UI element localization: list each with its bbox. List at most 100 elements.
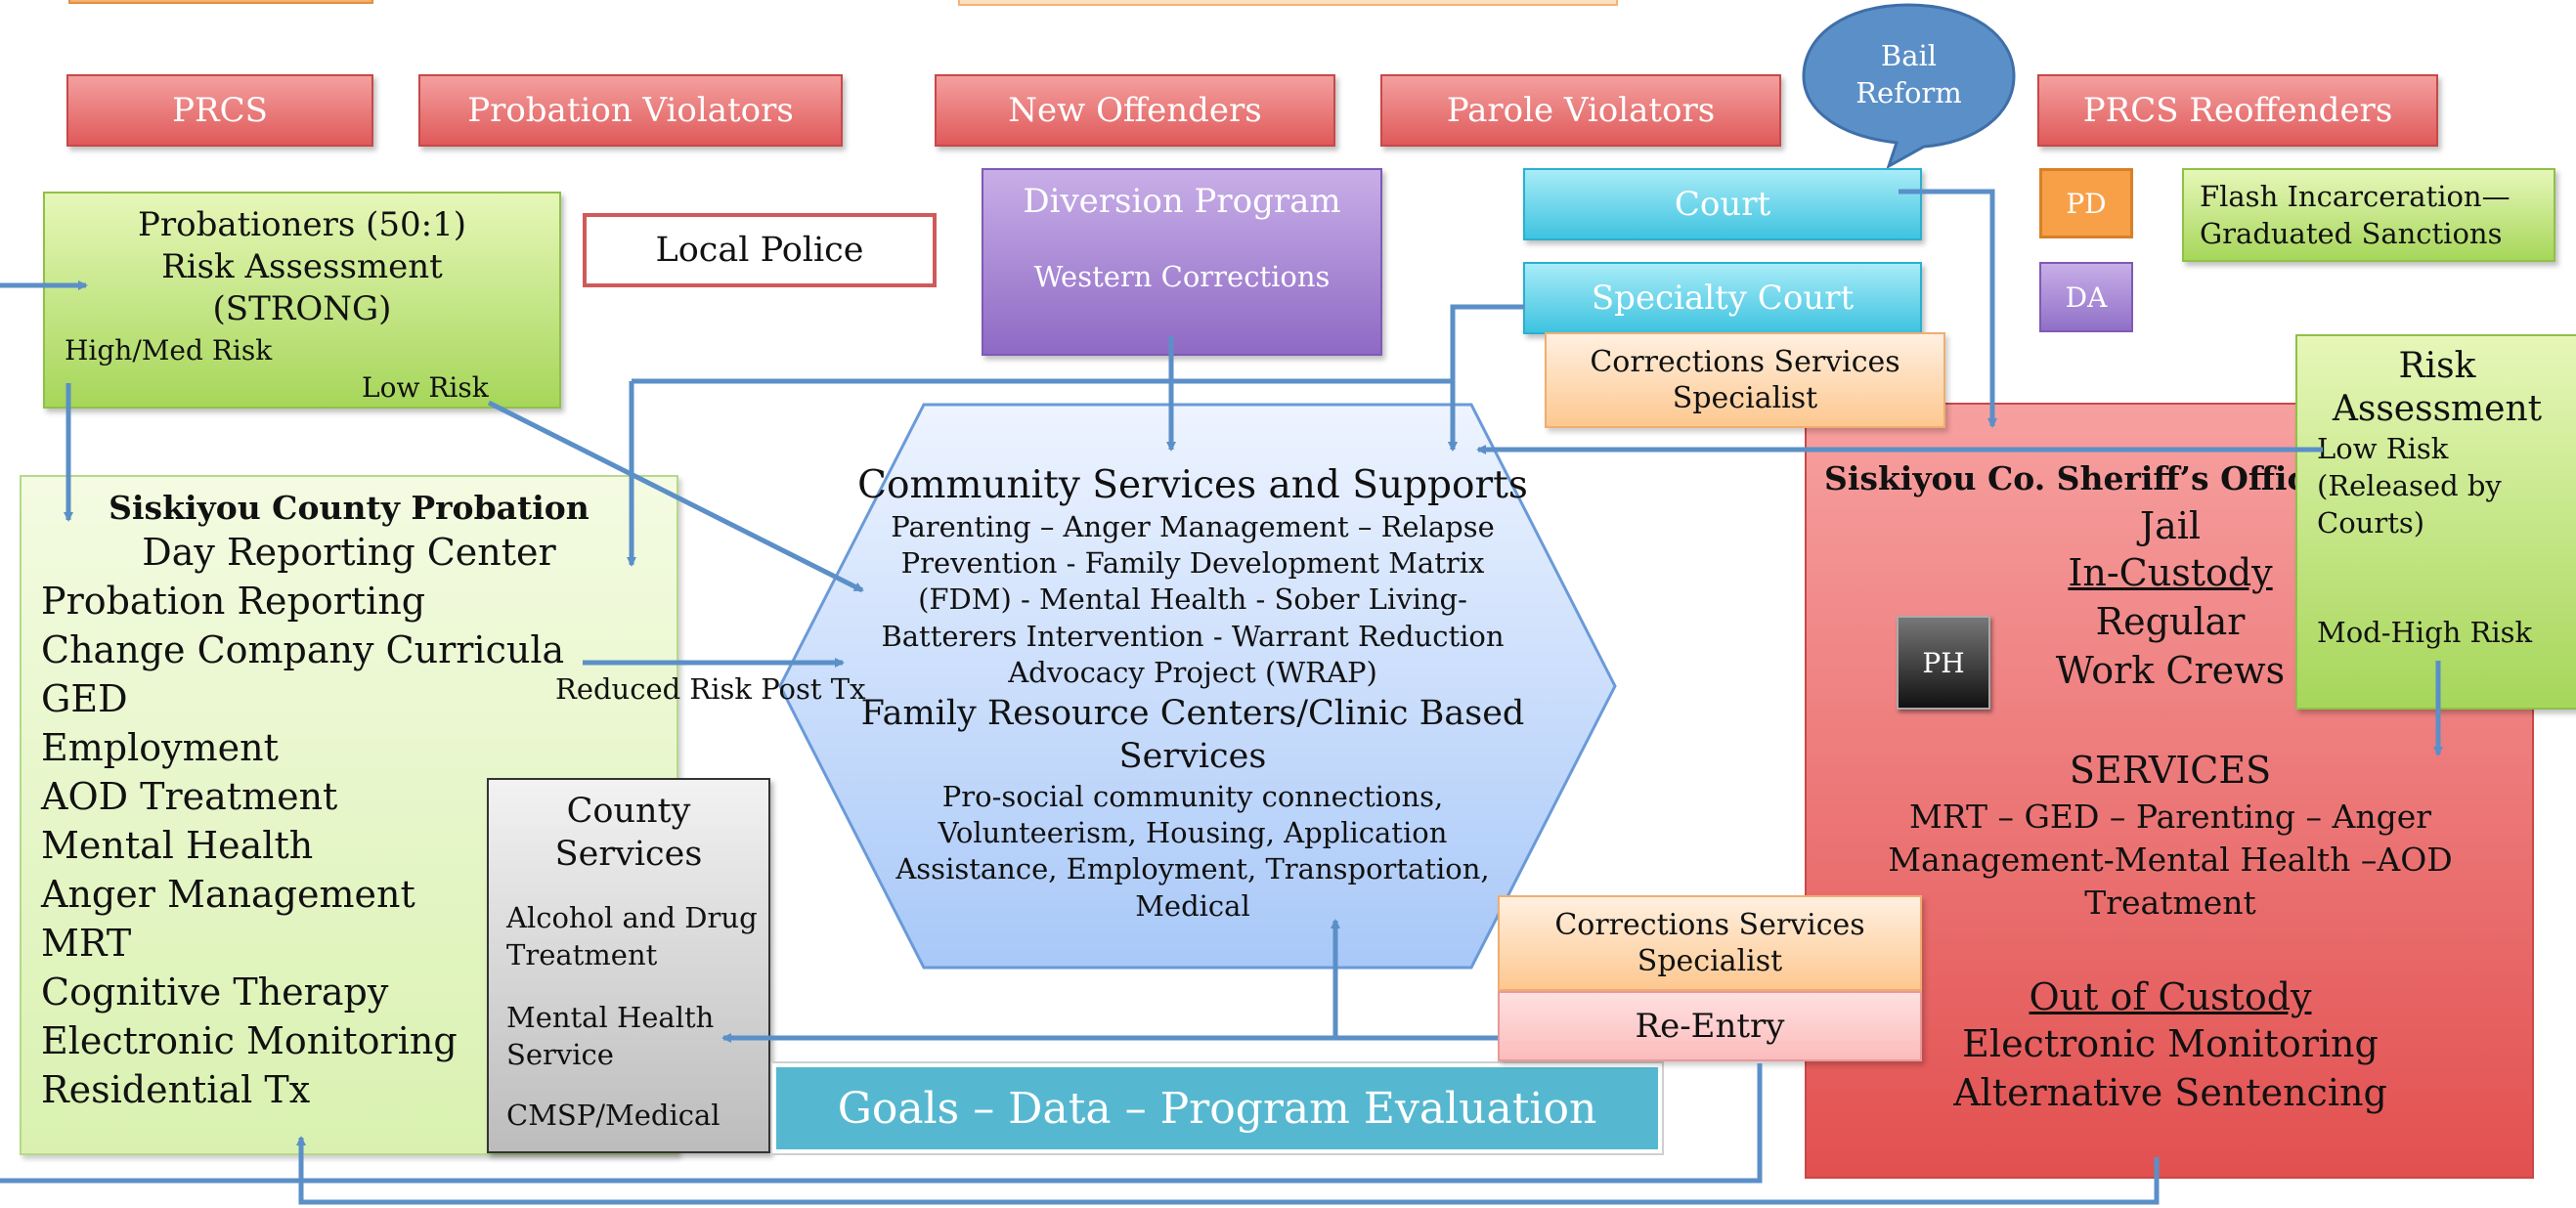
risk-right-low1: Low Risk: [2317, 432, 2449, 465]
specialty-court-label: Specialty Court: [1591, 279, 1855, 318]
county-services-title2: Services: [554, 835, 703, 874]
local-police-box: Local Police: [583, 213, 937, 287]
probation-item: Employment: [41, 726, 279, 769]
community-subtitle-line: Family Resource Centers/Clinic Based: [860, 694, 1525, 733]
ph-label: PH: [1922, 646, 1965, 679]
probation-item: Anger Management: [41, 873, 415, 916]
probation-violators-box: Probation Violators: [418, 74, 843, 147]
bail-reform-line1: Bail: [1880, 39, 1938, 72]
new-offenders-label: New Offenders: [1008, 91, 1262, 130]
css-bottom-line2: Specialist: [1637, 944, 1783, 978]
community-block1-line: Parenting – Anger Management – Relapse: [891, 510, 1495, 543]
county-services-title1: County: [566, 792, 691, 831]
sheriff-in-custody: In-Custody: [2068, 551, 2273, 594]
probation-item: Probation Reporting: [41, 580, 426, 623]
goals-banner: Goals – Data – Program Evaluation: [770, 1061, 1664, 1155]
sheriff-services-line1: MRT – GED – Parenting – Anger: [1908, 798, 2432, 836]
probationers-line3: (STRONG): [212, 289, 392, 328]
high-med-risk-label: High/Med Risk: [65, 334, 273, 367]
css-bottom-box: Corrections Services Specialist: [1498, 895, 1922, 991]
css-top-line1: Corrections Services: [1590, 345, 1900, 379]
probation-item: AOD Treatment: [41, 775, 338, 818]
community-block2-line: Volunteerism, Housing, Application: [938, 816, 1448, 849]
low-risk-label: Low Risk: [362, 371, 489, 404]
reentry-box: Re-Entry: [1498, 991, 1922, 1061]
top-cut-box-center: [958, 0, 1618, 6]
parole-violators-box: Parole Violators: [1380, 74, 1781, 147]
community-block1-line: Prevention - Family Development Matrix: [900, 546, 1485, 580]
county-item: Service: [506, 1038, 614, 1071]
sheriff-services-line3: Treatment: [2084, 884, 2256, 922]
da-label: DA: [2065, 280, 2108, 314]
prcs-reoffenders-label: PRCS Reoffenders: [2082, 91, 2393, 130]
probation-item: Change Company Curricula: [41, 628, 565, 671]
probation-dept-subtitle: Day Reporting Center: [142, 531, 556, 574]
community-block1-line: Advocacy Project (WRAP): [1008, 656, 1377, 689]
diversion-program-box: [982, 168, 1382, 356]
probation-violators-label: Probation Violators: [467, 91, 794, 130]
community-subtitle-line: Services: [1118, 737, 1267, 776]
parole-violators-label: Parole Violators: [1446, 91, 1716, 130]
diversion-sub: Western Corrections: [1033, 260, 1331, 293]
css-bottom-line1: Corrections Services: [1554, 908, 1865, 942]
top-cut-box-left: [68, 0, 373, 4]
probationers-line1: Probationers (50:1): [137, 205, 467, 244]
sheriff-services-line2: Management-Mental Health –AOD: [1888, 841, 2453, 879]
sheriff-regular: Regular: [2095, 600, 2246, 643]
court-box: Court: [1523, 168, 1922, 240]
flash-line1: Flash Incarceration—: [2200, 180, 2511, 213]
prcs-reoffenders-box: PRCS Reoffenders: [2037, 74, 2438, 147]
community-block2-line: Medical: [1135, 889, 1250, 923]
community-block1-line: Batterers Intervention - Warrant Reducti…: [881, 620, 1505, 653]
sheriff-title: Siskiyou Co. Sheriff’s Office: [1824, 459, 2328, 497]
risk-assessment-right-box: [2295, 334, 2576, 710]
risk-right-low2: (Released by: [2317, 469, 2502, 502]
pd-box: PD: [2039, 168, 2133, 238]
county-item: Alcohol and Drug: [506, 901, 758, 934]
da-box: DA: [2039, 262, 2133, 332]
sheriff-work-crews: Work Crews: [2055, 649, 2286, 692]
specialty-court-box: Specialty Court: [1523, 262, 1922, 334]
sheriff-services-heading: SERVICES: [2069, 749, 2272, 792]
css-top-line2: Specialist: [1672, 381, 1818, 415]
sheriff-jail: Jail: [2139, 504, 2202, 547]
probation-item: MRT: [41, 922, 132, 965]
sheriff-alt: Alternative Sentencing: [1953, 1071, 2387, 1114]
court-label: Court: [1674, 185, 1771, 224]
county-item: CMSP/Medical: [506, 1099, 720, 1132]
community-block1-line: (FDM) - Mental Health - Sober Living-: [918, 582, 1467, 616]
community-block2-line: Pro-social community connections,: [941, 780, 1444, 813]
pd-label: PD: [2066, 187, 2107, 220]
bail-reform-bubble: [1802, 3, 2016, 168]
sheriff-out-custody: Out of Custody: [2029, 975, 2312, 1018]
community-title: Community Services and Supports: [857, 463, 1528, 507]
prcs-box: PRCS: [66, 74, 373, 147]
probation-item: Residential Tx: [41, 1068, 311, 1111]
css-top-box: Corrections Services Specialist: [1545, 332, 1945, 428]
probation-item: Cognitive Therapy: [41, 971, 389, 1014]
probationers-box: [43, 192, 561, 409]
local-police-label: Local Police: [655, 231, 864, 270]
probation-item: Mental Health: [41, 824, 314, 867]
risk-right-title1: Risk: [2398, 346, 2476, 386]
probationers-line2: Risk Assessment: [161, 247, 443, 286]
probation-item: Electronic Monitoring: [41, 1019, 458, 1062]
flash-line2: Graduated Sanctions: [2200, 217, 2503, 250]
diversion-title: Diversion Program: [1023, 182, 1341, 221]
reduced-risk-label: Reduced Risk Post Tx: [555, 672, 866, 706]
risk-right-low3: Courts): [2317, 506, 2425, 539]
probation-item: GED: [41, 677, 128, 720]
reentry-label: Re-Entry: [1635, 1007, 1785, 1046]
risk-right-modhigh: Mod-High Risk: [2317, 616, 2533, 649]
county-item: Treatment: [506, 938, 658, 971]
probation-dept-title: Siskiyou County Probation: [109, 489, 589, 527]
goals-label: Goals – Data – Program Evaluation: [837, 1083, 1597, 1134]
risk-right-title2: Assessment: [2332, 389, 2543, 429]
bail-reform-line2: Reform: [1856, 76, 1962, 109]
sheriff-em: Electronic Monitoring: [1962, 1022, 2379, 1065]
county-item: Mental Health: [506, 1001, 715, 1034]
prcs-label: PRCS: [172, 91, 268, 130]
new-offenders-box: New Offenders: [935, 74, 1335, 147]
community-block2-line: Assistance, Employment, Transportation,: [895, 852, 1490, 885]
flash-incarceration-box: [2182, 168, 2555, 262]
